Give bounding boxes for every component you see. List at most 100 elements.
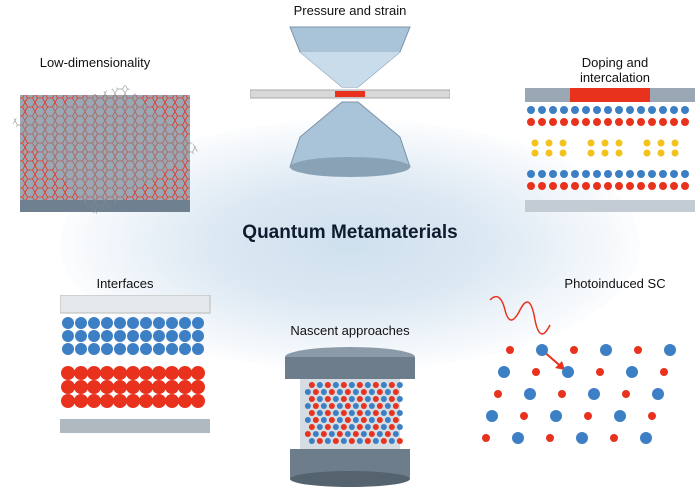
atom [308,382,315,388]
atom [560,170,568,178]
atom [659,106,667,114]
lattice-atom [640,432,652,444]
atom [61,366,75,380]
atom [165,394,179,408]
atom [604,106,612,114]
lattice-atom [600,344,612,356]
atom [320,403,327,409]
atom [527,182,535,190]
dopant-atom [545,149,553,157]
atom [139,394,153,408]
atom [324,396,331,402]
center-title: Quantum Metamaterials [242,222,458,243]
atom [127,330,139,342]
atom [593,170,601,178]
label-photo: Photoinduced SC [564,276,666,291]
atom [396,382,403,388]
atom [392,417,399,423]
atom [637,170,645,178]
atom [348,382,355,388]
atom [75,343,87,355]
atom [681,118,689,126]
atom [571,118,579,126]
atom [538,106,546,114]
atom [348,438,355,444]
lattice-atom [660,368,668,376]
lattice-atom [520,412,528,420]
atom [165,380,179,394]
atom [328,417,335,423]
atom [152,366,166,380]
atom [62,330,74,342]
atom [560,106,568,114]
lattice-atom [610,434,618,442]
atom [360,403,367,409]
dopant-atom [587,139,595,147]
atom [113,366,127,380]
atom [376,431,383,437]
atom [368,403,375,409]
dopant-atom [531,149,539,157]
atom [626,118,634,126]
atom [670,170,678,178]
atom [549,118,557,126]
atom [648,170,656,178]
atom [538,182,546,190]
atom [364,424,371,430]
atom [312,403,319,409]
lattice-atom [550,410,562,422]
label-nascent: Nascent approaches [290,323,410,338]
atom [332,424,339,430]
atom [396,424,403,430]
atom [681,106,689,114]
lattice-atom [546,434,554,442]
atom [364,438,371,444]
dopant-atom [657,149,665,157]
dopant-atom [601,149,609,157]
atom [388,424,395,430]
dopant-atom [559,139,567,147]
atom [376,403,383,409]
atom [74,366,88,380]
atom [356,382,363,388]
dopant-atom [559,149,567,157]
atom [344,431,351,437]
label-lowdim: Low-dimensionality [39,55,151,70]
atom [348,410,355,416]
atom [308,410,315,416]
lattice-atom [524,388,536,400]
atom [100,366,114,380]
atom [615,170,623,178]
intercalation-illustration [525,88,695,212]
atom [62,317,74,329]
atom [571,106,579,114]
atom [308,438,315,444]
lattice-atom [622,390,630,398]
atom [191,394,205,408]
atom [670,106,678,114]
atom [324,382,331,388]
atom [336,431,343,437]
atom [364,382,371,388]
atom [372,382,379,388]
atom [604,170,612,178]
atom [396,396,403,402]
atom [626,106,634,114]
atom [538,170,546,178]
dopant-atom [657,139,665,147]
atom [352,403,359,409]
atom [380,438,387,444]
lattice-atom [532,368,540,376]
atom [191,366,205,380]
atom [308,396,315,402]
atom [74,380,88,394]
atom [344,403,351,409]
dopant-atom [671,139,679,147]
atom [538,118,546,126]
atom [356,396,363,402]
dopant-atom [643,139,651,147]
atom [615,182,623,190]
atom [396,438,403,444]
lattice-atom [576,432,588,444]
atom [615,106,623,114]
